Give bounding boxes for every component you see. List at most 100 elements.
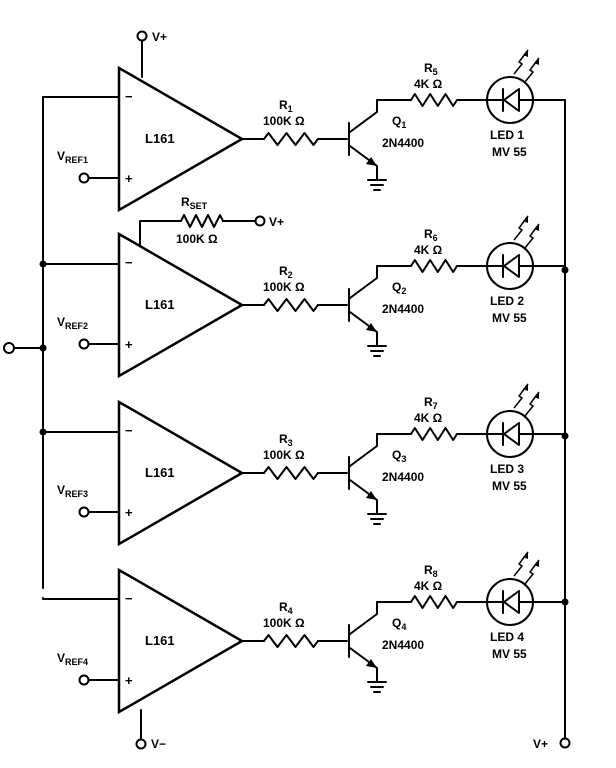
led-resistor-value-3: 4K Ω: [414, 411, 443, 425]
led-light-ray-2-1: [513, 215, 529, 241]
base-resistor-name-4: R4: [279, 600, 293, 616]
transistor-collector-3: [349, 433, 378, 467]
opamp-plus-sign-4: +: [125, 673, 133, 688]
led-anode-triangle-3: [503, 422, 520, 446]
vref-label-2: VREF2: [57, 315, 88, 331]
led-name-2: LED 2: [490, 294, 524, 308]
led-name-1: LED 1: [490, 128, 524, 142]
led-part-4: MV 55: [492, 647, 527, 661]
led-light-arrow-3-2: [534, 392, 539, 399]
transistor-name-3: Q3: [392, 448, 406, 464]
vplus-terminal-top: [136, 30, 148, 42]
rset-vplus-terminal: [254, 215, 266, 227]
led-resistor-name-1: R5: [424, 61, 438, 77]
inv-input-wire-1: [42, 96, 120, 100]
transistor-emitter-arrow-1: [366, 157, 377, 166]
transistor-part-3: 2N4400: [382, 470, 424, 484]
transistor-emitter-arrow-3: [366, 491, 377, 500]
led-resistor-1: [410, 93, 458, 107]
led-light-arrow-4-1: [523, 552, 528, 559]
vref-terminal-2: [78, 338, 90, 350]
vref-label-4: VREF4: [57, 651, 88, 667]
transistor-name-2: Q2: [392, 280, 406, 296]
transistor-collector-1: [349, 99, 378, 133]
transistor-emitter-arrow-4: [366, 659, 377, 668]
base-resistor-2: [263, 298, 319, 312]
rset-wire: [139, 220, 182, 249]
led-light-ray-4-1: [513, 551, 529, 577]
input-terminal: [3, 342, 15, 354]
vref-label-3: VREF3: [57, 483, 88, 499]
opamp-minus-sign-4: −: [125, 591, 133, 606]
led-light-ray-2-2: [524, 223, 540, 249]
vplus-terminal-bottom: [559, 737, 571, 749]
led-anode-triangle-4: [503, 590, 520, 614]
led-anode-triangle-2: [503, 254, 520, 278]
led-name-4: LED 4: [490, 630, 524, 644]
opamp-2: [117, 231, 245, 379]
opamp-minus-sign-2: −: [125, 255, 133, 270]
bus-junction-input: [39, 344, 47, 352]
led-anode-triangle-1: [503, 88, 520, 112]
opamp-3: [117, 399, 245, 547]
vminus-label: V−: [151, 737, 166, 751]
led-light-arrow-2-1: [523, 216, 528, 223]
rail-junction-2: [561, 266, 569, 274]
transistor-name-4: Q4: [392, 616, 406, 632]
opamp-label-2: L161: [145, 297, 175, 312]
vref-terminal-4: [78, 674, 90, 686]
base-resistor-value-2: 100K Ω: [263, 280, 305, 294]
led-light-ray-4-2: [524, 559, 540, 585]
opamp-4: [117, 567, 245, 715]
led-light-ray-3-1: [513, 383, 529, 409]
rset-vplus-label: V+: [269, 215, 284, 229]
led-light-ray-1-2: [524, 57, 540, 83]
led-light-arrow-2-2: [534, 224, 539, 231]
led-resistor-name-4: R8: [424, 563, 438, 579]
base-resistor-3: [263, 466, 319, 480]
opamp-label-1: L161: [145, 131, 175, 146]
opamp-plus-sign-3: +: [125, 505, 133, 520]
led-light-ray-1-1: [513, 49, 529, 75]
base-resistor-name-1: R1: [279, 98, 293, 114]
led-resistor-value-4: 4K Ω: [414, 579, 443, 593]
led-resistor-4: [410, 595, 458, 609]
vplus-label-bottom: V+: [533, 737, 548, 751]
base-resistor-name-2: R2: [279, 264, 293, 280]
opamp-plus-sign-1: +: [125, 171, 133, 186]
vplus-label-top: V+: [152, 30, 167, 44]
base-resistor-value-3: 100K Ω: [263, 448, 305, 462]
rset-value: 100K Ω: [176, 232, 218, 246]
led-resistor-value-2: 4K Ω: [414, 243, 443, 257]
base-resistor-value-1: 100K Ω: [263, 114, 305, 128]
led-resistor-name-2: R6: [424, 227, 438, 243]
opamp-label-3: L161: [145, 465, 175, 480]
base-resistor-4: [263, 634, 319, 648]
led-light-arrow-3-1: [523, 384, 528, 391]
opamp-minus-sign-1: −: [125, 89, 133, 104]
vref-terminal-1: [78, 172, 90, 184]
rset-name: RSET: [181, 195, 208, 211]
transistor-part-4: 2N4400: [382, 638, 424, 652]
led-resistor-2: [410, 259, 458, 273]
led-resistor-3: [410, 427, 458, 441]
transistor-part-2: 2N4400: [382, 302, 424, 316]
opamp-plus-sign-2: +: [125, 337, 133, 352]
opamp-minus-sign-3: −: [125, 423, 133, 438]
base-resistor-1: [263, 132, 319, 146]
transistor-collector-2: [349, 265, 378, 299]
transistor-collector-4: [349, 601, 378, 635]
transistor-name-1: Q1: [392, 114, 406, 130]
led-light-arrow-4-2: [534, 560, 539, 567]
led-name-3: LED 3: [490, 462, 524, 476]
led-part-1: MV 55: [492, 145, 527, 159]
led-resistor-value-1: 4K Ω: [414, 77, 443, 91]
led-resistor-name-3: R7: [424, 395, 438, 411]
led-part-3: MV 55: [492, 479, 527, 493]
led-light-arrow-1-1: [523, 50, 528, 57]
opamp-label-4: L161: [145, 633, 175, 648]
